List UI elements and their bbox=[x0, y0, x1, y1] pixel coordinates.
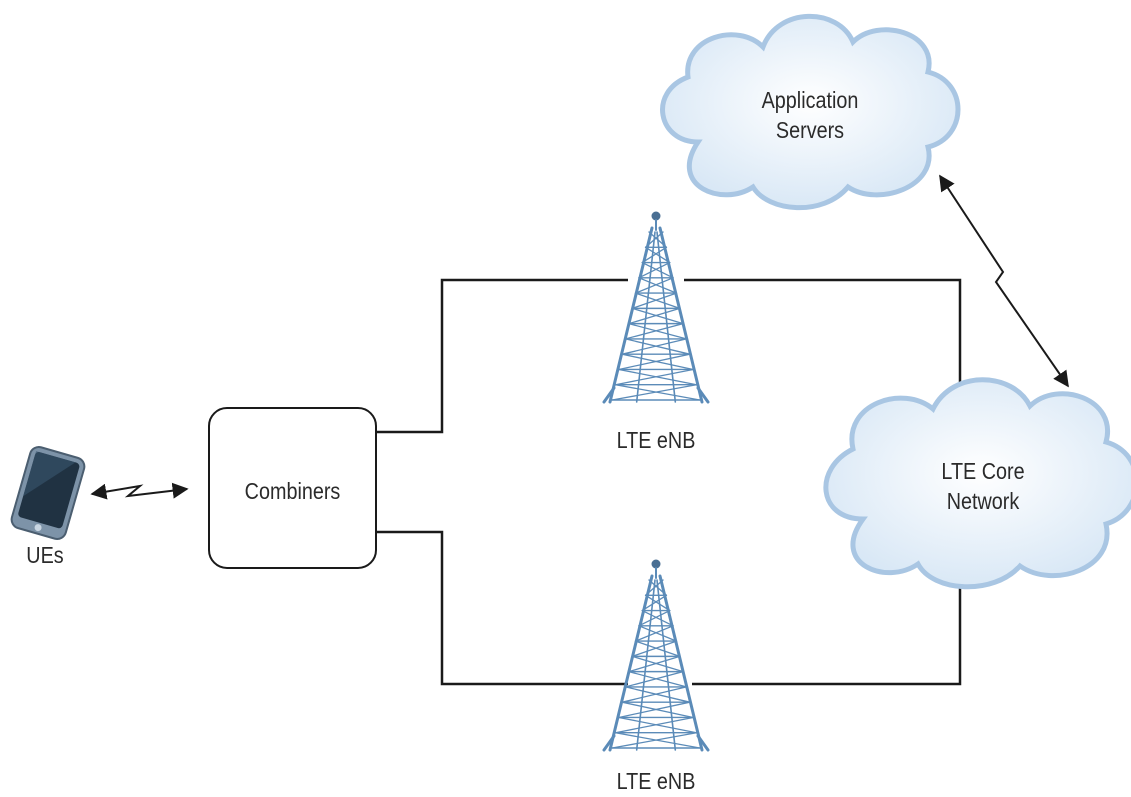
cloud-icon bbox=[660, 13, 961, 211]
combiner-box bbox=[208, 407, 377, 569]
combiner-label: Combiners bbox=[244, 478, 341, 504]
core-network-label-line2: Network bbox=[946, 488, 1020, 514]
top-tower-to-core-line bbox=[684, 278, 962, 382]
application-servers-label-line2: Servers bbox=[775, 117, 845, 143]
cell-tower-icon bbox=[602, 559, 710, 752]
bottom-path-line bbox=[375, 530, 628, 686]
application-servers-label-line1: Application bbox=[761, 87, 859, 113]
cell-tower-icon bbox=[602, 211, 710, 404]
application-servers-label: Application Servers bbox=[737, 85, 883, 145]
lightning-bolt-arrow-icon bbox=[90, 482, 189, 500]
core-network-label-line1: LTE Core bbox=[941, 458, 1025, 484]
enb-top-label: LTE eNB bbox=[616, 427, 696, 453]
ue-label: UEs bbox=[26, 542, 64, 568]
smartphone-icon bbox=[10, 446, 86, 540]
enb-bottom-label: LTE eNB bbox=[616, 768, 696, 794]
bottom-tower-to-core-line bbox=[692, 578, 962, 686]
cloud-icon bbox=[823, 377, 1131, 590]
top-path-line bbox=[375, 278, 628, 434]
lightning-bolt-arrow-icon bbox=[939, 174, 1069, 388]
core-network-label: LTE Core Network bbox=[910, 456, 1056, 516]
